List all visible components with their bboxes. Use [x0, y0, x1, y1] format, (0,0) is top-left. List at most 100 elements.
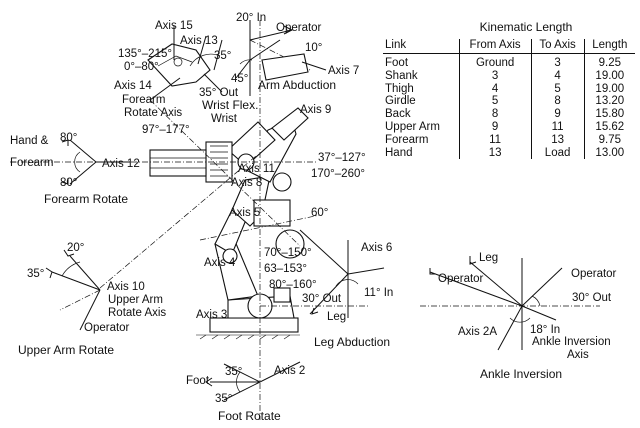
table-row: Foot Ground 3 9.25 — [383, 53, 635, 70]
label-deg18-in: 18° In — [530, 324, 560, 336]
cell-from-axis: 3 — [458, 69, 532, 83]
cell-length: 19.00 — [583, 82, 635, 96]
label-range-135-215: 135°–215° — [118, 48, 172, 60]
forearm-rotate-diagram — [61, 139, 130, 185]
label-range-37-127: 37°–127° — [318, 152, 366, 164]
label-out35: 35° Out — [199, 87, 239, 99]
label-deg80-top: 80° — [60, 132, 77, 144]
label-axis13: Axis 13 — [180, 35, 218, 47]
label-axis14: Axis 14 — [114, 80, 152, 92]
table-row: Back 8 9 15.80 — [383, 108, 635, 121]
label-axis7: Axis 7 — [328, 65, 359, 77]
robot-hand — [149, 149, 207, 177]
cell-length: 15.62 — [583, 120, 635, 134]
label-upper-arm-rotate-axis-2: Rotate Axis — [108, 307, 166, 319]
label-forearm: Forearm — [10, 157, 53, 169]
cell-to-axis: 5 — [530, 82, 585, 96]
cell-link: Shank — [385, 69, 418, 82]
cell-from-axis: 5 — [458, 95, 532, 109]
label-range-0-80: 0°–80° — [124, 61, 159, 73]
cell-length: 15.80 — [583, 108, 635, 121]
cell-length: 9.75 — [583, 133, 635, 147]
cell-link: Back — [385, 108, 411, 121]
label-range-70-150: 70°–150° — [264, 247, 312, 259]
table-row: Hand 13 Load 13.00 — [383, 146, 635, 160]
label-deg35-arm: 35° — [27, 268, 44, 280]
arm-abduction-diagram — [235, 20, 327, 96]
cell-to-axis: 9 — [530, 108, 585, 121]
label-deg35-foot-top: 35° — [225, 366, 242, 378]
label-operator-arm: Operator — [84, 322, 130, 334]
label-deg30-out-ankle: 30° Out — [572, 292, 612, 304]
label-ankle-inversion: Ankle Inversion — [480, 367, 562, 381]
cell-from-axis: 4 — [458, 82, 532, 96]
cell-to-axis: 11 — [530, 120, 585, 134]
label-axis2: Axis 2 — [274, 365, 305, 377]
label-deg11-in: 11° In — [364, 287, 393, 299]
col-header-link: Link — [383, 39, 460, 54]
label-upper-arm-rotate-axis-1: Upper Arm — [108, 294, 163, 306]
table-row: Upper Arm 9 11 15.62 — [383, 120, 635, 134]
label-leg-abduction: Leg Abduction — [314, 335, 390, 349]
label-axis15: Axis 15 — [155, 20, 193, 32]
cell-length: 9.25 — [583, 53, 635, 70]
table-header-row: Link From Axis To Axis Length — [383, 39, 635, 54]
col-header-to-axis: To Axis — [530, 39, 585, 54]
label-deg35-wrist: 35° — [214, 50, 231, 62]
label-axis3: Axis 3 — [196, 309, 227, 321]
table-row: Girdle 5 8 13.20 — [383, 95, 635, 109]
kinematic-length-table: Kinematic Length Link From Axis To Axis … — [383, 20, 635, 160]
label-forearm-rotate: Forearm Rotate — [44, 192, 128, 206]
axis-lines — [10, 20, 370, 420]
cell-link: Forearm — [385, 133, 429, 146]
label-foot: Foot — [186, 375, 210, 387]
robot-linkage — [149, 107, 309, 340]
label-axis2a: Axis 2A — [458, 326, 497, 338]
label-axis12: Axis 12 — [102, 158, 140, 170]
label-axis11: Axis 11 — [238, 163, 275, 175]
label-deg45: 45° — [231, 73, 248, 85]
label-operator-top: Operator — [276, 22, 322, 34]
label-deg60: 60° — [311, 207, 328, 219]
col-header-from-axis: From Axis — [458, 39, 532, 54]
cell-to-axis: Load — [530, 146, 585, 160]
cell-from-axis: Ground — [458, 53, 532, 70]
wrist-flex-diagram — [147, 26, 223, 101]
label-forearm-rotate-axis-1: Forearm — [122, 94, 165, 106]
label-range-97-177: 97°–177° — [142, 124, 190, 136]
label-axis4: Axis 4 — [204, 257, 236, 269]
label-axis10: Axis 10 — [107, 281, 145, 293]
label-axis8: Axis 8 — [231, 177, 262, 189]
label-foot-rotate: Foot Rotate — [218, 409, 281, 423]
table-row: Thigh 4 5 19.00 — [383, 82, 635, 96]
table-title: Kinematic Length — [479, 20, 573, 34]
cell-link: Foot — [385, 57, 409, 69]
label-deg80-bot: 80° — [60, 177, 77, 189]
cell-to-axis: 8 — [530, 95, 585, 109]
cell-from-axis: 9 — [458, 120, 532, 134]
label-operator-ankle: Operator — [571, 268, 617, 280]
label-operator-leg: Operator — [438, 273, 484, 285]
col-header-length: Length — [583, 39, 635, 54]
label-axis9: Axis 9 — [300, 104, 331, 116]
ankle-inversion-diagram — [420, 256, 600, 351]
label-deg20-in: 20° In — [236, 12, 266, 24]
cell-to-axis: 13 — [530, 133, 585, 147]
cell-length: 13.20 — [583, 95, 635, 109]
upper-arm-rotate-diagram — [45, 249, 101, 331]
label-ankle-inversion-axis-2: Axis — [567, 349, 589, 361]
label-forearm-rotate-axis-2: Rotate Axis — [124, 107, 182, 119]
label-deg30-out-leg: 30° Out — [302, 293, 342, 305]
diagram-labels: Axis 15 Axis 13 135°–215° 0°–80° 35° Axi… — [10, 12, 617, 423]
label-ankle-inversion-axis-1: Ankle Inversion — [532, 336, 611, 348]
label-wrist: Wrist — [211, 113, 238, 125]
label-deg35-foot-bot: 35° — [215, 393, 232, 405]
label-range-63-153: 63–153° — [264, 263, 307, 275]
label-deg20-arm: 20° — [67, 242, 84, 254]
label-upper-arm-rotate: Upper Arm Rotate — [18, 343, 114, 357]
label-hand-and: Hand & — [10, 135, 49, 147]
leg-abduction-diagram — [299, 229, 385, 318]
cell-to-axis: 4 — [530, 69, 585, 83]
label-axis5: Axis 5 — [229, 207, 260, 219]
